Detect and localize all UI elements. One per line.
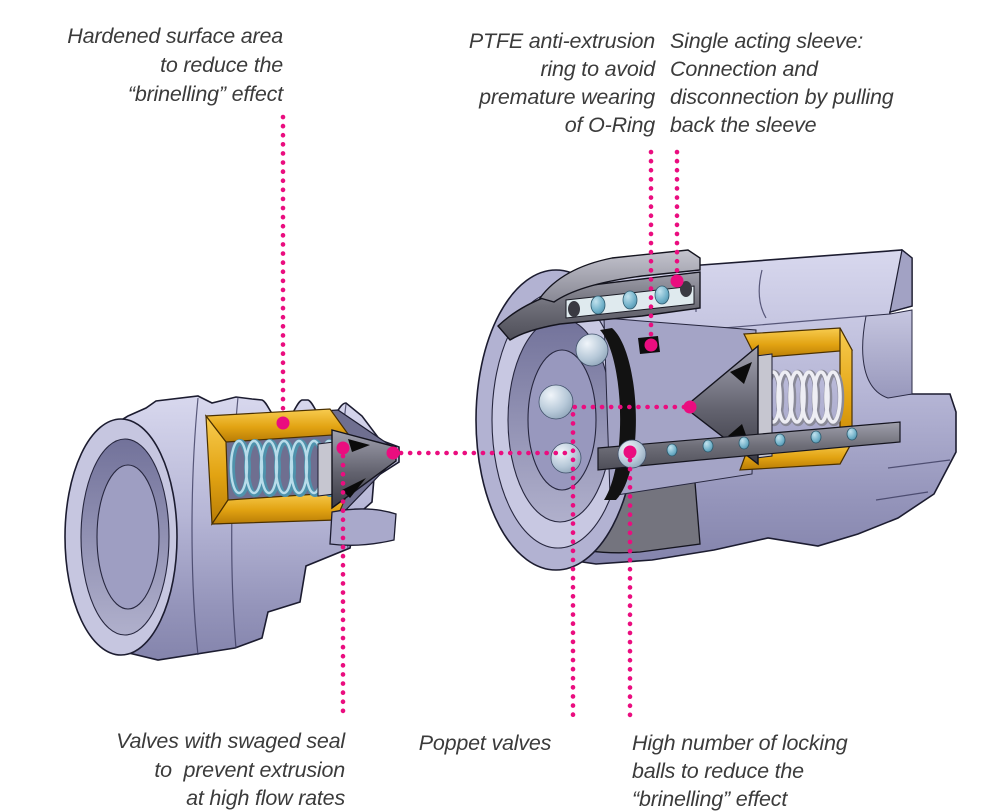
leader-dot-hardened-surface [276,416,290,430]
label-line: premature wearing [479,85,655,109]
label-line: of O-Ring [564,113,655,137]
female-end-bore [862,309,913,399]
female-coupling [475,248,957,571]
locking-ball [575,333,609,367]
locking-ball [550,442,582,474]
label-poppet-valves: Poppet valves [405,729,565,757]
female-body-end-face [889,248,913,313]
male-coupling [64,395,400,661]
label-line: Hardened surface area [67,24,283,48]
sleeve-cap [538,249,701,303]
leader-dot-swaged-seal [336,441,350,455]
label-line: to reduce the [160,53,283,77]
label-line: Valves with swaged seal [116,729,345,753]
label-line: balls to reduce the [632,759,804,783]
male-mouth-inner [96,464,160,610]
male-nose-collar [329,508,397,546]
label-line: to prevent extrusion [154,757,345,782]
label-line: Connection and [670,57,818,81]
label-line: “brinelling” effect [127,82,283,106]
label-ptfe-ring: PTFE anti-extrusion ring to avoid premat… [445,27,655,139]
locking-ball [538,384,574,420]
leader-dot-single-acting-sleeve [670,274,684,288]
male-poppet-mark-lower [342,478,366,498]
label-line: High number of locking [632,731,848,755]
lower-ball-race [597,421,901,471]
sleeve-race-balls [590,285,670,315]
label-locking-balls: High number of locking balls to reduce t… [632,729,902,812]
label-line: back the sleeve [670,113,817,137]
label-line: Single acting sleeve: [670,29,864,53]
label-swaged-seal: Valves with swaged seal to prevent extru… [80,727,345,812]
leader-dot-poppet-right [683,400,697,414]
male-poppet-mark-upper [348,439,370,452]
sleeve-race-end [568,301,580,317]
leader-dot-poppet-left [386,446,400,460]
label-line: disconnection by pulling [670,85,894,109]
label-single-acting-sleeve: Single acting sleeve: Connection and dis… [670,27,940,139]
label-line: Poppet valves [418,731,552,755]
lower-race-balls [666,427,858,457]
label-line: PTFE anti-extrusion [468,29,655,53]
leader-dot-locking-balls [623,445,637,459]
label-line: ring to avoid [540,57,655,81]
leader-poppet-right [570,404,687,720]
label-line: “brinelling” effect [632,787,788,811]
label-hardened-surface: Hardened surface area to reduce the “bri… [38,22,283,109]
female-poppet-mark-upper [730,362,752,384]
label-line: at high flow rates [186,786,345,810]
leader-lines [276,114,697,720]
sleeve-race-end [680,281,692,297]
leader-dot-ptfe-ring [644,338,658,352]
